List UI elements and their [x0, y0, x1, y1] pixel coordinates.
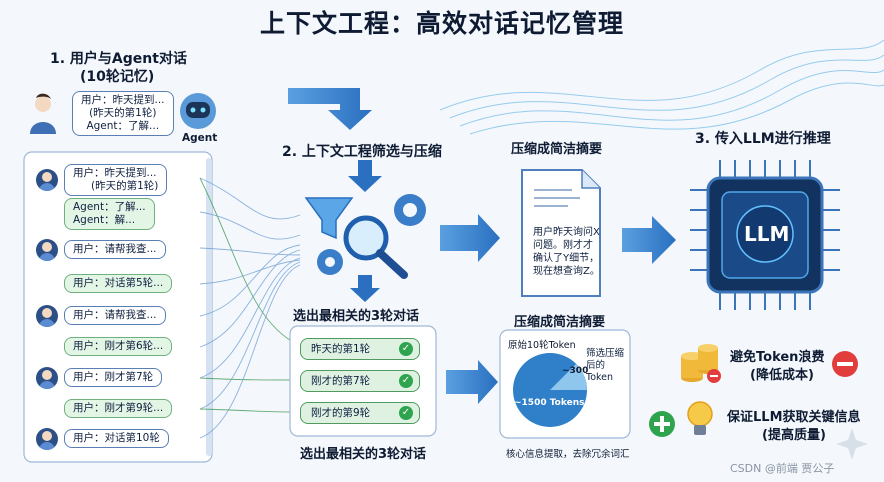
- chip-label: LLM: [744, 222, 790, 246]
- top-bubble-line3: Agent：了解...: [86, 120, 160, 132]
- top-chat-bubble: 用户：昨天提到... (昨天的第1轮) Agent：了解...: [72, 91, 174, 136]
- top-bubble-line1: 用户：昨天提到...: [81, 94, 165, 106]
- user-avatar: [36, 428, 58, 450]
- history-item-1-line1: 用户：昨天提到...: [73, 167, 157, 179]
- history-item-5[interactable]: 用户：请帮我查...: [64, 306, 166, 325]
- step-arrow-3: [446, 360, 498, 404]
- history-item-8[interactable]: 用户：刚才第9轮...: [64, 399, 173, 418]
- check-icon: ✓: [399, 374, 413, 388]
- plus-icon: [649, 411, 675, 437]
- coins-icon: [681, 344, 721, 383]
- benefit2-line2: (提高质量): [762, 428, 826, 443]
- step3-title: 3. 传入LLM进行推理: [695, 131, 831, 147]
- pie-caption: 核心信息提取，去除冗余词汇: [506, 449, 630, 460]
- pie-title: 原始10轮Token: [508, 340, 576, 351]
- selected-item-2[interactable]: 刚才的第7轮 ✓: [300, 370, 420, 392]
- agent-robot-icon: [180, 93, 216, 129]
- user-avatar: [36, 239, 58, 261]
- step2-title: 2. 上下文工程筛选与压缩: [282, 144, 442, 160]
- history-scrollbar[interactable]: [206, 158, 212, 456]
- document-lines: [534, 189, 580, 207]
- agent-label: Agent: [182, 132, 218, 144]
- history-item-2-line1: Agent：了解...: [73, 201, 146, 213]
- history-item-1-line2: (昨天的第1轮): [91, 180, 159, 192]
- benefit1-line1: 避免Token浪费: [730, 350, 825, 365]
- check-icon: ✓: [399, 342, 413, 356]
- history-item-3[interactable]: 用户：请帮我查...: [64, 240, 166, 259]
- check-icon: ✓: [399, 406, 413, 420]
- summary-title: 压缩成简洁摘要: [511, 142, 603, 157]
- history-item-2[interactable]: Agent：了解... Agent：解...: [64, 198, 155, 230]
- sparkle-icon: [836, 428, 868, 460]
- connection-lines: [199, 177, 301, 439]
- user-avatar: [36, 305, 58, 327]
- step-arrow-2: [440, 214, 500, 262]
- token-pie-chart: [513, 353, 587, 427]
- watermark: CSDN @前端 贾公子: [730, 462, 835, 475]
- pie-small-label: ~300: [562, 366, 589, 376]
- step1-subtitle: (10轮记忆): [80, 69, 155, 85]
- llm-chip-icon: [690, 160, 840, 310]
- select-caption: 选出最相关的3轮对话: [300, 447, 427, 462]
- selected-item-3-label: 刚才的第9轮: [311, 407, 371, 419]
- history-item-4[interactable]: 用户：对话第5轮...: [64, 274, 173, 293]
- benefit2-line1: 保证LLM获取关键信息: [727, 410, 861, 425]
- step-arrow-4: [622, 216, 676, 264]
- summary-title-2: 压缩成简洁摘要: [514, 315, 606, 330]
- user-avatar: [36, 169, 58, 191]
- history-item-9[interactable]: 用户：对话第10轮: [64, 429, 169, 448]
- pie-big-label: ~1500 Tokens: [514, 398, 585, 408]
- selected-item-2-label: 刚才的第7轮: [311, 375, 371, 387]
- lightbulb-icon: [687, 401, 713, 435]
- history-item-7[interactable]: 用户：刚才第7轮: [64, 368, 163, 387]
- funnel-icon: [304, 197, 354, 240]
- selected-item-1-label: 昨天的第1轮: [311, 343, 371, 355]
- user-avatar-icon: [30, 93, 56, 134]
- step-arrow-1: [288, 88, 372, 130]
- history-item-1[interactable]: 用户：昨天提到... (昨天的第1轮): [64, 164, 168, 196]
- wave-decoration: [439, 39, 884, 135]
- select-title: 选出最相关的3轮对话: [293, 309, 420, 324]
- gear-icon: [317, 194, 426, 275]
- minus-icon: [832, 351, 858, 377]
- step-arrow-down: [348, 160, 382, 192]
- history-item-6[interactable]: 用户：刚才第6轮...: [64, 337, 173, 356]
- benefit1-line2: (降低成本): [750, 368, 814, 383]
- history-item-2-line2: Agent：解...: [73, 214, 136, 226]
- selected-item-1[interactable]: 昨天的第1轮 ✓: [300, 338, 420, 360]
- pie-note: 筛选压缩后的Token: [586, 348, 625, 383]
- summary-text: 用户昨天询问X问题。刚才才确认了Y细节，现在想查询Z。: [533, 227, 600, 277]
- step1-title: 1. 用户与Agent对话: [50, 51, 187, 67]
- magnifier-icon: [343, 215, 408, 279]
- summary-document: [521, 169, 601, 297]
- user-avatar: [36, 367, 58, 389]
- step-arrow-down-2: [350, 275, 380, 302]
- selected-item-3[interactable]: 刚才的第9轮 ✓: [300, 402, 420, 424]
- page-title: 上下文工程：高效对话记忆管理: [259, 9, 624, 38]
- top-bubble-line2: (昨天的第1轮): [89, 107, 157, 119]
